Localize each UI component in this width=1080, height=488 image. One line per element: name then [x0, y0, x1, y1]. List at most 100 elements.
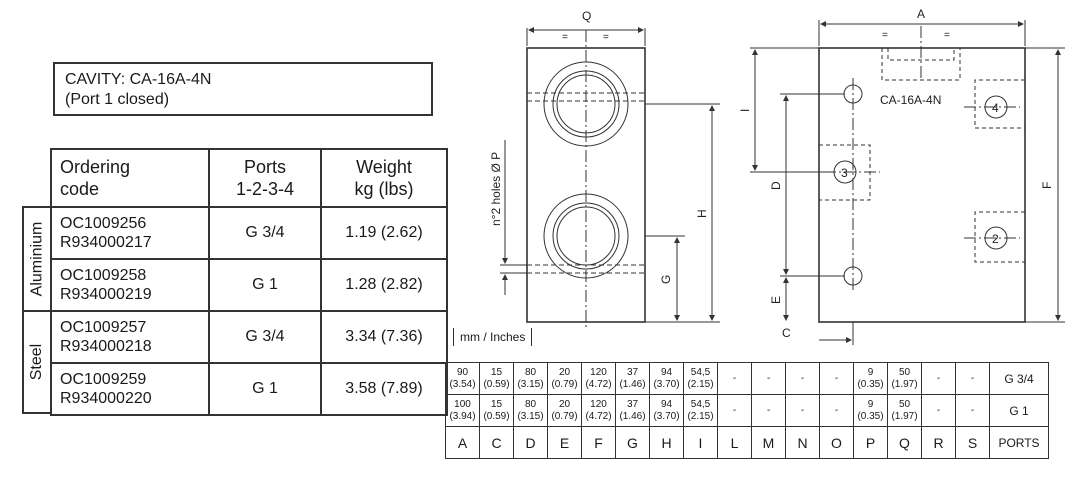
ordering-code-alt: R934000219 — [60, 286, 152, 303]
weight-cell: 1.28 (2.82) — [320, 258, 448, 312]
dim-header: D — [513, 426, 548, 459]
side-port-bottom-inner — [552, 202, 620, 270]
dim-cell: - — [717, 362, 752, 395]
ordering-code: OC1009257 — [60, 319, 147, 336]
header-code-line1: Ordering — [60, 157, 131, 177]
table-row: OC1009258 R934000219 G 1 1.28 (2.82) — [50, 258, 448, 312]
header-ordering-code: Ordering code — [50, 148, 210, 208]
weight-cell: 3.34 (7.36) — [320, 310, 448, 364]
units-label: mm / Inches — [453, 328, 533, 346]
dim-cell: 9(0.35) — [853, 394, 888, 427]
dim-cell: 37(1.46) — [615, 394, 650, 427]
ports-cell: G 3/4 — [208, 310, 322, 364]
dim-cell: - — [785, 362, 820, 395]
label-holes: n°2 holes Ø P — [489, 152, 503, 226]
dimension-table: 90(3.54) 15(0.59) 80(3.15) 20(0.79) 120(… — [445, 362, 1049, 459]
dim-cell: 54,5(2.15) — [683, 394, 718, 427]
dim-header: M — [751, 426, 786, 459]
label-f: F — [1040, 182, 1054, 189]
dim-header: N — [785, 426, 820, 459]
cavity-title: CAVITY: CA-16A-4N — [65, 71, 212, 88]
dim-header: E — [547, 426, 582, 459]
dim-header: C — [479, 426, 514, 459]
ports-cell: G 3/4 — [208, 206, 322, 260]
dim-cell: - — [819, 362, 854, 395]
ordering-code: OC1009259 — [60, 371, 147, 388]
cavity-box: CAVITY: CA-16A-4N (Port 1 closed) — [53, 62, 433, 116]
ports-cell: G 1 — [208, 362, 322, 416]
dim-cell: 100(3.94) — [445, 394, 480, 427]
label-i: I — [738, 109, 752, 112]
dim-cell: 94(3.70) — [649, 362, 684, 395]
dim-header-ports: PORTS — [989, 426, 1049, 459]
dim-cell: - — [955, 362, 990, 395]
dim-header: P — [853, 426, 888, 459]
dim-header: L — [717, 426, 752, 459]
ordering-code-cell: OC1009259 R934000220 — [50, 362, 210, 416]
weight-cell: 3.58 (7.89) — [320, 362, 448, 416]
dim-header: Q — [887, 426, 922, 459]
dim-cell: - — [921, 394, 956, 427]
ordering-code-cell: OC1009258 R934000219 — [50, 258, 210, 312]
ordering-code-alt: R934000218 — [60, 338, 152, 355]
dim-cell: - — [955, 394, 990, 427]
dim-header: O — [819, 426, 854, 459]
cavity-note: (Port 1 closed) — [65, 91, 170, 108]
dim-cell: - — [717, 394, 752, 427]
dim-cell: 94(3.70) — [649, 394, 684, 427]
port-cell: G 3/4 — [989, 362, 1049, 395]
label-h: H — [695, 209, 709, 218]
dim-cell: 80(3.15) — [513, 394, 548, 427]
dim-header: R — [921, 426, 956, 459]
dim-header: S — [955, 426, 990, 459]
table-row: OC1009259 R934000220 G 1 3.58 (7.89) — [50, 362, 448, 416]
dim-cell: 15(0.59) — [479, 394, 514, 427]
dim-cell: - — [751, 362, 786, 395]
label-eq-a-right: = — [944, 30, 950, 41]
label-eq-a-left: = — [882, 30, 888, 41]
header-ports-line2: 1-2-3-4 — [235, 179, 295, 199]
header-ports-line1: Ports — [243, 157, 286, 177]
dim-cell: - — [921, 362, 956, 395]
port-cell: G 1 — [989, 394, 1049, 427]
dim-header: G — [615, 426, 650, 459]
front-view-body — [818, 47, 1026, 323]
table-row: OC1009256 R934000217 G 3/4 1.19 (2.62) — [50, 206, 448, 260]
ordering-code: OC1009258 — [60, 267, 147, 284]
header-weight-line1: Weight — [356, 157, 412, 177]
dim-cell: 37(1.46) — [615, 362, 650, 395]
dim-header: I — [683, 426, 718, 459]
header-code-line2: code — [60, 179, 100, 199]
header-weight: Weight kg (lbs) — [320, 148, 448, 208]
label-cavity-tag: CA-16A-4N — [880, 93, 941, 107]
ordering-code: OC1009256 — [60, 215, 147, 232]
label-e: E — [769, 296, 783, 304]
dim-cell: 50(1.97) — [887, 394, 922, 427]
dim-cell: 50(1.97) — [887, 362, 922, 395]
dim-cell: 20(0.79) — [547, 394, 582, 427]
label-c: C — [782, 326, 791, 340]
port-2-label: 2 — [992, 232, 999, 246]
dim-cell: - — [819, 394, 854, 427]
label-eq-right: = — [603, 32, 609, 43]
port-2-marker — [984, 226, 1008, 250]
table-row: 90(3.54) 15(0.59) 80(3.15) 20(0.79) 120(… — [445, 362, 1049, 395]
ordering-code-cell: OC1009257 R934000218 — [50, 310, 210, 364]
dim-header: A — [445, 426, 480, 459]
dim-cell: 20(0.79) — [547, 362, 582, 395]
label-eq-left: = — [562, 32, 568, 43]
dim-cell: 9(0.35) — [853, 362, 888, 395]
dim-cell: - — [785, 394, 820, 427]
table-row: 100(3.94) 15(0.59) 80(3.15) 20(0.79) 120… — [445, 394, 1049, 427]
dim-cell: 15(0.59) — [479, 362, 514, 395]
group-label-steel: Steel — [22, 310, 50, 414]
port-4-marker — [984, 95, 1008, 119]
table-row: OC1009257 R934000218 G 3/4 3.34 (7.36) — [50, 310, 448, 364]
label-a: A — [917, 7, 925, 21]
dim-cell: 80(3.15) — [513, 362, 548, 395]
label-q: Q — [582, 9, 591, 23]
dim-cell: 120(4.72) — [581, 394, 616, 427]
dim-cell: 90(3.54) — [445, 362, 480, 395]
port-4-label: 4 — [992, 101, 999, 115]
